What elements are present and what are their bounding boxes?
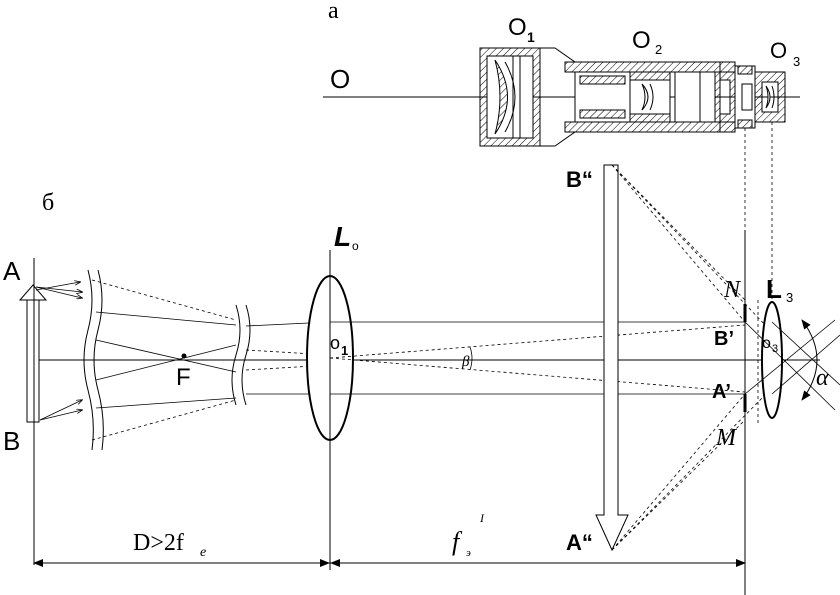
- label-a-double: A“: [566, 530, 593, 555]
- objective-lens: [494, 59, 508, 135]
- label-dim-d: D>2f: [133, 530, 184, 556]
- label-lens-l3-sub: 3: [786, 290, 793, 305]
- label-o3-top-sub: 3: [793, 54, 800, 69]
- ray-diagram: [18, 164, 840, 595]
- object-arrow: [26, 299, 40, 423]
- label-o1-top-sub: 1: [527, 29, 535, 45]
- alpha-arc: [801, 319, 818, 401]
- labels: а O 1 O 2 O 3 O б A B F L o o 1 β B“ A“ …: [3, 0, 829, 560]
- eyepiece-lens-l3: [761, 301, 783, 419]
- label-o2-top-sub: 2: [655, 42, 662, 57]
- label-center-o3: o: [762, 335, 771, 352]
- label-point-b: B: [3, 426, 20, 456]
- label-n: N: [723, 277, 742, 303]
- label-o3-top: O: [770, 38, 787, 63]
- label-alpha: α: [816, 365, 829, 391]
- label-dim-f-sub: э: [466, 547, 471, 559]
- label-point-a: A: [3, 256, 21, 286]
- label-dim-f: f: [452, 527, 463, 556]
- label-o1-top: O: [508, 14, 527, 41]
- label-center-o3-sub: 3: [772, 343, 778, 355]
- label-dim-f-sup: I: [479, 511, 485, 525]
- eyepiece-barrel: [754, 71, 786, 123]
- label-dim-d-sub: e: [200, 545, 206, 560]
- label-lens-lo-sub: o: [352, 239, 359, 253]
- label-b-prime: B’: [714, 328, 734, 350]
- label-lens-l3: L: [766, 274, 782, 304]
- telescope-tube-drawing: [323, 47, 800, 310]
- label-beta: β: [461, 354, 470, 370]
- beta-arc: [469, 346, 473, 371]
- label-part-a: а: [328, 0, 339, 24]
- label-focus-f: F: [176, 364, 191, 391]
- eyepiece-lens: [765, 85, 771, 109]
- label-lens-lo: L: [334, 221, 351, 252]
- label-m: M: [715, 425, 738, 451]
- erecting-lens: [641, 83, 649, 111]
- focus-point: [181, 353, 187, 359]
- label-b-double: B“: [566, 167, 593, 192]
- label-center-o1: o: [330, 333, 340, 353]
- label-part-b: б: [42, 190, 54, 216]
- label-axis-o: O: [330, 64, 350, 94]
- label-o2-top: O: [632, 27, 651, 54]
- label-a-prime: A’: [712, 381, 731, 403]
- virtual-image-arrow: [595, 164, 629, 552]
- label-center-o1-sub: 1: [341, 343, 348, 358]
